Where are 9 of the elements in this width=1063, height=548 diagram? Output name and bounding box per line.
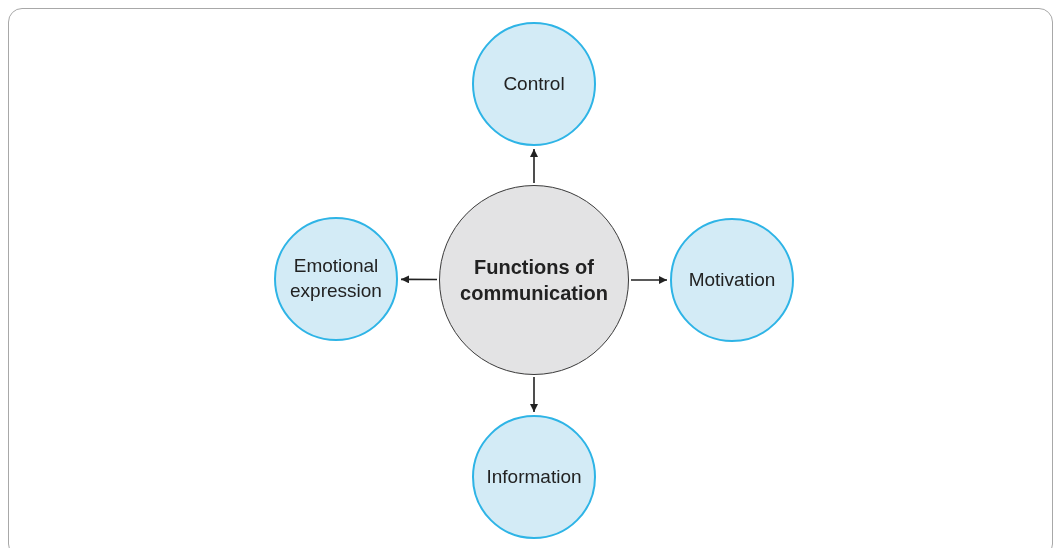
arrow	[630, 276, 668, 284]
arrow	[400, 275, 438, 284]
node-label: Information	[486, 464, 582, 489]
node-label: Emotional expression	[289, 254, 383, 303]
arrow	[530, 148, 538, 184]
node-label: Control	[503, 71, 565, 96]
arrow	[530, 376, 538, 413]
node-label: Motivation	[688, 267, 776, 292]
node-label: Functions of communication	[459, 255, 609, 306]
